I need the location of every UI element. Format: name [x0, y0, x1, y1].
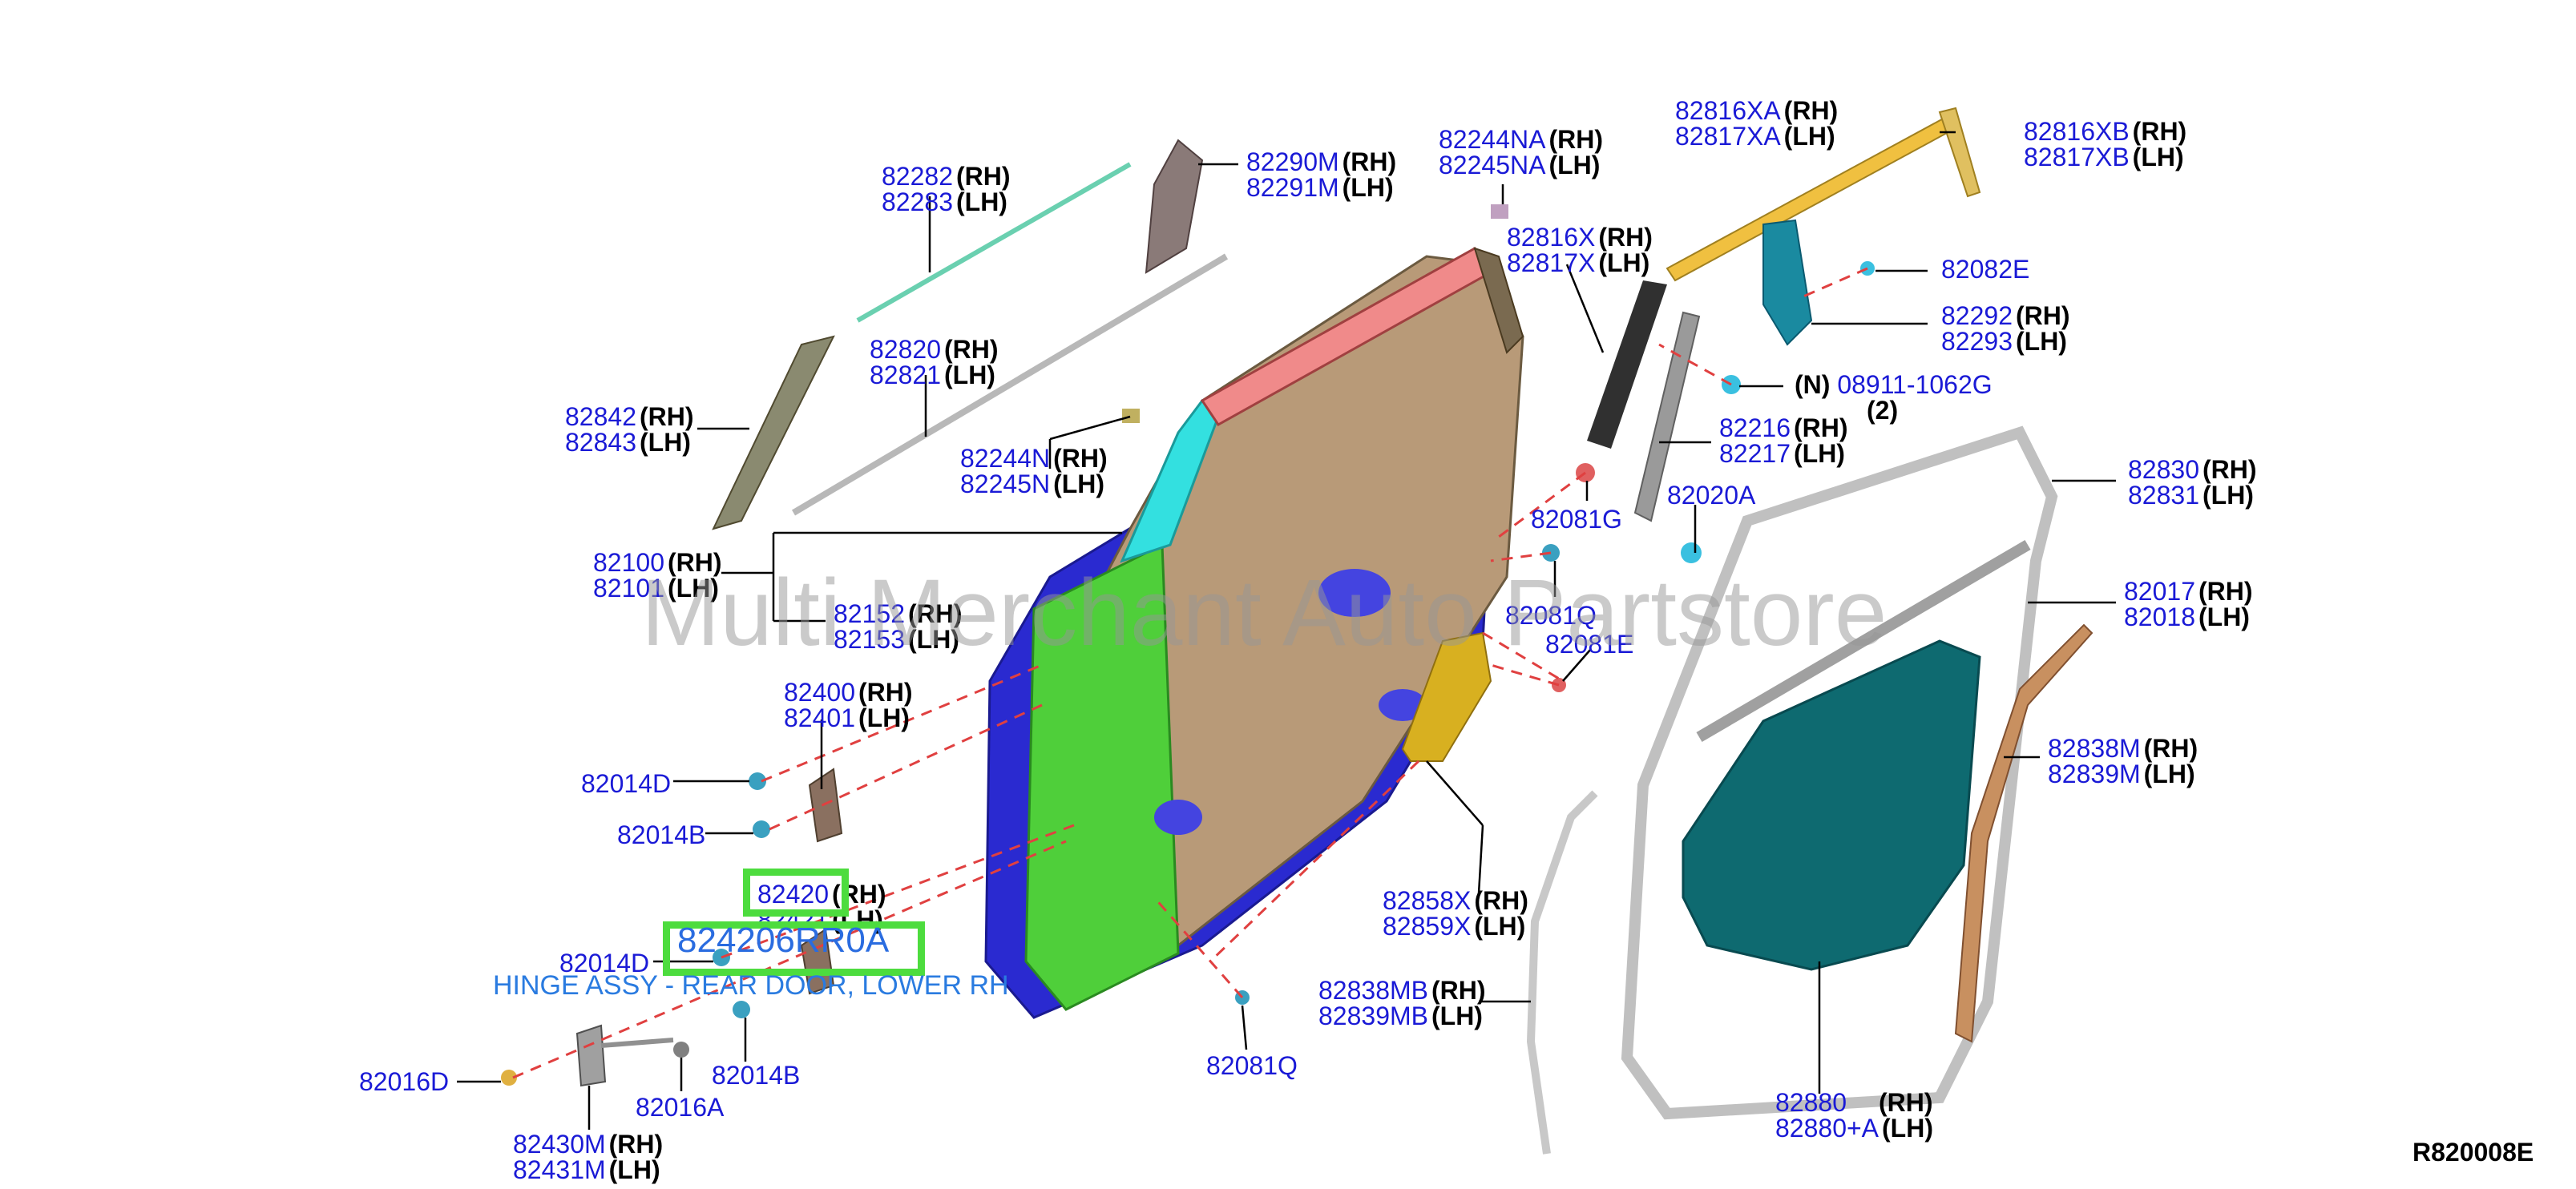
label-82430M: 82430M(RH) [513, 1130, 664, 1159]
label-82291M: 82291M(LH) [1246, 173, 1394, 202]
label-82830: 82830(RH) [2128, 455, 2257, 484]
sash-82216 [1633, 311, 1701, 522]
diagram-reference-code: R820008E [2412, 1138, 2534, 1167]
rear-frame [1473, 247, 1524, 354]
label-82816XA: 82816XA(RH) [1675, 96, 1839, 125]
channel-82017 [1696, 539, 2031, 743]
label-82014D-lower: 82014D [559, 949, 650, 977]
bolt-82016A [673, 1042, 689, 1058]
label-82216: 82216(RH) [1719, 413, 1848, 442]
label-82842: 82842(RH) [565, 402, 694, 431]
label-82843: 82843(LH) [565, 428, 691, 457]
label-82858X: 82858X(RH) [1383, 886, 1528, 915]
label-82838MB: 82838MB(RH) [1318, 976, 1486, 1005]
grommet-82020A [1681, 542, 1702, 563]
label-82082E: 82082E [1941, 255, 2030, 284]
label-82817XB: 82817XB(LH) [2024, 143, 2184, 171]
label-82081Q-lower: 82081Q [1206, 1051, 1298, 1080]
bolt-82014B [753, 820, 770, 838]
watermark: Multi Merchant Auto Partstore [641, 560, 1888, 666]
highlighted-part-number[interactable]: 824206RR0A [677, 921, 890, 960]
bolt-82014D [749, 772, 766, 790]
label-82018: 82018(LH) [2124, 603, 2250, 631]
label-82101: 82101(LH) [593, 574, 719, 603]
checker-arm [600, 1038, 674, 1048]
label-82838M: 82838M(RH) [2048, 734, 2198, 763]
label-82401: 82401(LH) [784, 703, 910, 732]
label-82100: 82100(RH) [593, 548, 722, 577]
highlighted-part-description: HINGE ASSY - REAR DOOR, LOWER RH [493, 970, 1009, 1001]
label-82821: 82821(LH) [870, 361, 995, 389]
label-82245NA: 82245NA(LH) [1439, 151, 1601, 179]
label-82431M: 82431M(LH) [513, 1155, 660, 1184]
label-82014D-upper: 82014D [581, 769, 672, 798]
label-82282: 82282(RH) [882, 162, 1011, 191]
label-82014B-lower: 82014B [712, 1061, 801, 1090]
label-82292: 82292(RH) [1941, 301, 2070, 330]
clip-82244NA [1491, 204, 1508, 219]
label-82283: 82283(LH) [882, 187, 1007, 216]
run-channel-82816X [1587, 280, 1667, 449]
weatherstrip-82838MB [1526, 790, 1598, 1155]
label-82817X: 82817X(LH) [1507, 248, 1650, 277]
label-82880: 82880(RH) [1775, 1088, 1933, 1117]
clip-82244N [1122, 409, 1140, 423]
moulding-82820 [791, 253, 1229, 516]
bolt-82016D [501, 1070, 517, 1086]
label-82245N: 82245N(LH) [960, 470, 1105, 498]
label-82820: 82820(RH) [870, 335, 999, 364]
label-82081G: 82081G [1531, 505, 1622, 534]
label-82400: 82400(RH) [784, 678, 913, 707]
label-82081Q-upper: 82081Q [1505, 601, 1597, 630]
bolt-82014B [733, 1001, 750, 1018]
door-hole [1318, 569, 1391, 617]
label-82816XB: 82816XB(RH) [2024, 117, 2187, 146]
checker-82430M [575, 1024, 607, 1087]
label-82152: 82152(RH) [834, 599, 963, 628]
label-82217: 82217(LH) [1719, 439, 1845, 468]
label-82017: 82017(RH) [2124, 577, 2253, 606]
sealing-screen-82880 [1682, 639, 1981, 971]
highlight-box-part-number [663, 921, 925, 976]
seal-82838M [1954, 623, 2094, 1043]
label-82244N: 82244N(RH) [960, 444, 1108, 473]
highlight-box-82420 [743, 869, 849, 917]
label-82420: 82420(RH) [757, 880, 886, 909]
label-82016D: 82016D [359, 1067, 450, 1096]
label-82290M: 82290M(RH) [1246, 147, 1397, 176]
moulding-82282 [856, 162, 1132, 323]
label-82831: 82831(LH) [2128, 481, 2254, 510]
door-glass-frame-82830 [1621, 425, 2058, 1120]
sash-82290M [1145, 139, 1204, 274]
label-82880A: 82880+A(LH) [1775, 1114, 1933, 1143]
leader-lines [457, 131, 2116, 1130]
label-82014B-upper: 82014B [617, 820, 706, 849]
label-82293: 82293(LH) [1941, 327, 2067, 356]
label-82839M: 82839M(LH) [2048, 760, 2195, 788]
label-82839MB: 82839MB(LH) [1318, 1002, 1483, 1030]
label-82153: 82153(LH) [834, 625, 959, 654]
door-hole [1379, 689, 1427, 721]
hinge-82400 [808, 768, 843, 843]
label-82081E: 82081E [1545, 630, 1634, 659]
label-82817XA: 82817XA(LH) [1675, 122, 1835, 151]
label-82016A: 82016A [636, 1093, 725, 1122]
weatherstrip-82816XB [1938, 107, 1981, 198]
label-82859X: 82859X(LH) [1383, 912, 1526, 941]
door-hole [1154, 800, 1202, 835]
hinge-82420 [800, 928, 835, 995]
label-82816X: 82816X(RH) [1507, 223, 1653, 252]
label-82020A: 82020A [1667, 481, 1756, 510]
shield-82858X [1401, 631, 1492, 762]
assembly-lines [512, 267, 1868, 1079]
label-82244NA: 82244NA(RH) [1439, 125, 1603, 154]
moulding-82842 [712, 335, 835, 530]
label-08911-qty: (2) [1867, 396, 1899, 425]
garnish-82292 [1762, 219, 1813, 346]
label-08911: (N) 08911-1062G [1795, 370, 1993, 399]
